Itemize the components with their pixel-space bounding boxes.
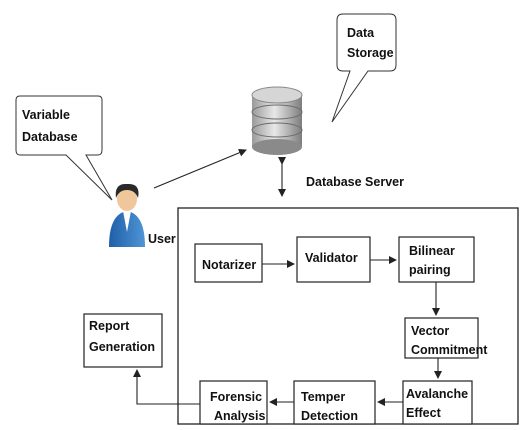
node-vector-commitment-line2: Commitment bbox=[411, 343, 488, 357]
node-validator: Validator bbox=[296, 236, 371, 283]
node-vector-commitment-line1: Vector bbox=[411, 324, 449, 338]
node-temper-detection-line2: Detection bbox=[301, 409, 358, 423]
node-temper-detection: Temper Detection bbox=[293, 380, 376, 425]
node-avalanche-effect-line2: Effect bbox=[406, 406, 442, 420]
node-forensic-analysis: Forensic Analysis bbox=[199, 380, 268, 425]
node-bilinear-pairing-line2: pairing bbox=[409, 263, 451, 277]
arrow-user-to-database bbox=[153, 148, 247, 189]
node-forensic-analysis-line1: Forensic bbox=[210, 390, 262, 404]
node-report-generation-line2: Generation bbox=[89, 340, 155, 354]
node-temper-detection-line1: Temper bbox=[301, 390, 345, 404]
callout-data-storage-line1: Data bbox=[347, 26, 375, 40]
svg-text:Forensic Analysis: Forensic Analysis bbox=[210, 390, 266, 423]
node-validator-label: Validator bbox=[305, 251, 358, 265]
node-avalanche-effect: Avalanche Effect bbox=[402, 380, 473, 425]
node-forensic-analysis-line2: Analysis bbox=[214, 409, 265, 423]
node-notarizer-label: Notarizer bbox=[202, 258, 256, 272]
node-bilinear-pairing-line1: Bilinear bbox=[409, 244, 455, 258]
node-notarizer: Notarizer bbox=[194, 243, 263, 283]
node-avalanche-effect-line1: Avalanche bbox=[406, 387, 468, 401]
user-icon bbox=[109, 183, 145, 247]
user-label: User bbox=[148, 232, 176, 246]
node-report-generation: Report Generation bbox=[83, 313, 163, 368]
database-server-label: Database Server bbox=[306, 175, 404, 189]
svg-text:Avalanche Effect: Avalanche Effect bbox=[406, 387, 472, 420]
callout-data-storage-line2: Storage bbox=[347, 46, 394, 60]
svg-text:Report Generation: Report Generation bbox=[89, 319, 155, 354]
node-bilinear-pairing: Bilinear pairing bbox=[398, 236, 475, 283]
database-server-icon bbox=[251, 86, 303, 155]
svg-text:Data Storage: Data Storage bbox=[347, 26, 394, 60]
callout-variable-database: Variable Database bbox=[15, 95, 113, 201]
callout-variable-database-line2: Database bbox=[22, 130, 78, 144]
node-report-generation-line1: Report bbox=[89, 319, 130, 333]
arrow-forensic-to-report bbox=[133, 369, 200, 405]
svg-text:Temper Detection: Temper Detection bbox=[301, 390, 358, 423]
callout-data-storage: Data Storage bbox=[331, 13, 397, 123]
svg-text:Bilinear pairing: Bilinear pairing bbox=[409, 244, 458, 277]
callout-variable-database-line1: Variable bbox=[22, 108, 70, 122]
node-vector-commitment: Vector Commitment bbox=[404, 317, 488, 359]
svg-text:Validator: Validator bbox=[305, 251, 358, 265]
svg-text:Notarizer: Notarizer bbox=[202, 258, 256, 272]
svg-text:Vector Commitment: Vector Commitment bbox=[411, 324, 488, 357]
svg-text:Variable Database: Variable Database bbox=[22, 108, 78, 144]
